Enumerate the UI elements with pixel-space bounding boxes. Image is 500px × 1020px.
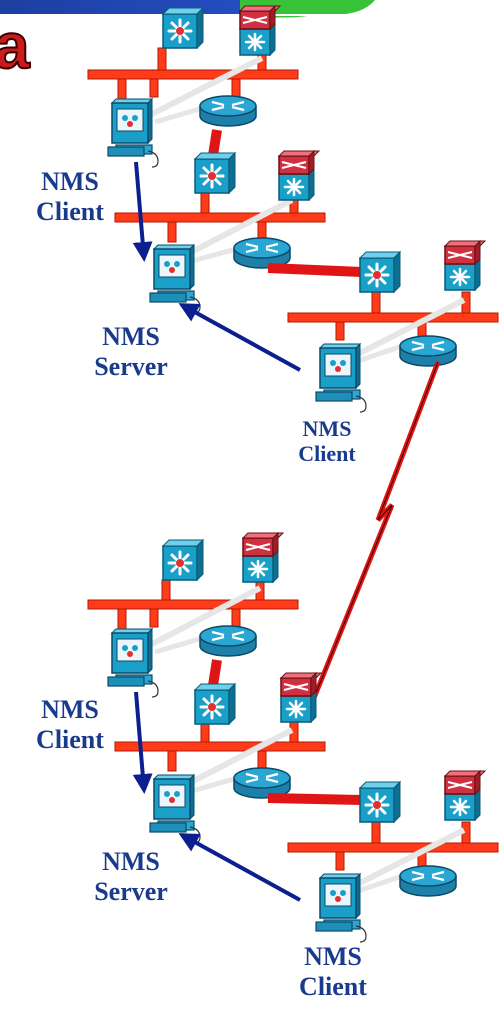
firewall-switch-icon — [443, 239, 487, 292]
nms-server-label: NMS Server — [94, 322, 168, 381]
switch-icon — [161, 6, 205, 50]
workstation-icon — [149, 244, 201, 314]
firewall-switch-icon — [279, 671, 323, 724]
nms-arrow — [132, 691, 153, 794]
router-icon — [198, 94, 258, 128]
workstation-icon — [315, 343, 367, 413]
workstation-icon — [149, 774, 201, 844]
switch-icon — [193, 682, 237, 726]
workstation-icon — [107, 98, 159, 168]
firewall-switch-icon — [241, 531, 285, 584]
firewall-switch-icon — [277, 149, 321, 202]
nms-server-label: NMS Server — [94, 847, 168, 906]
nms-client-label: NMS Client — [298, 416, 356, 467]
nms-client-label: NMS Client — [36, 167, 104, 226]
workstation-icon — [315, 873, 367, 943]
router-icon — [232, 236, 292, 270]
nms-client-label: NMS Client — [299, 942, 367, 1001]
network-group-2 — [87, 531, 499, 943]
switch-icon — [193, 151, 237, 195]
title-fragment: a — [0, 10, 31, 82]
nms-arrow — [178, 833, 301, 902]
workstation-icon — [107, 628, 159, 698]
switch-icon — [161, 538, 205, 582]
nms-arrow — [132, 161, 153, 262]
router-icon — [398, 334, 458, 368]
router-icon — [398, 864, 458, 898]
firewall-switch-icon — [443, 769, 487, 822]
nms-client-label: NMS Client — [36, 695, 104, 754]
wan-link — [311, 361, 441, 699]
network-group-1 — [87, 4, 499, 413]
switch-icon — [358, 250, 402, 294]
router-icon — [198, 624, 258, 658]
firewall-switch-icon — [238, 4, 282, 57]
switch-icon — [358, 780, 402, 824]
nms-arrow — [178, 303, 301, 372]
